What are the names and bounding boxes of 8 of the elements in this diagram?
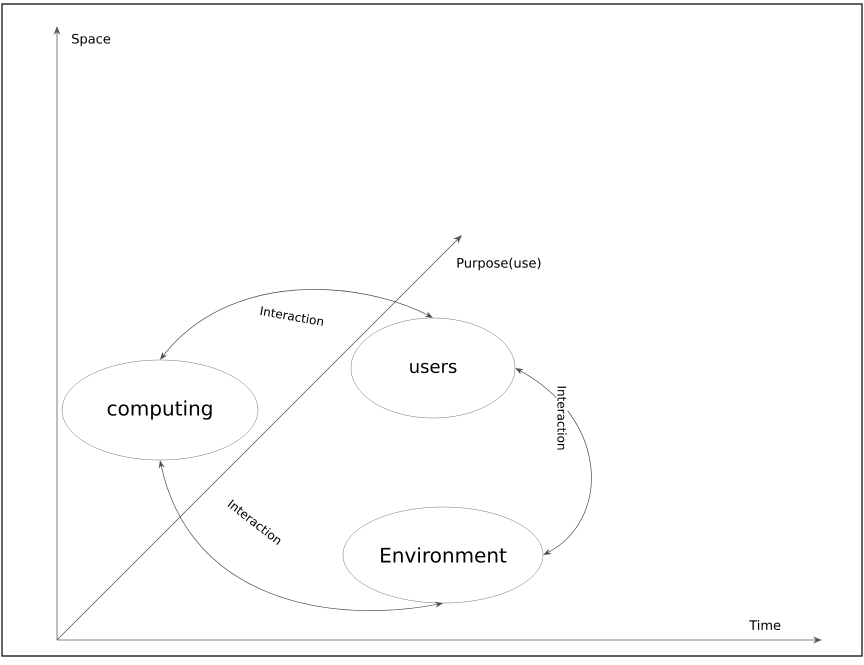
ellipse-node: users — [350, 318, 516, 418]
axis-label: Purpose(use) — [457, 258, 540, 270]
ellipse-node: computing — [62, 360, 258, 460]
ellipse-node: Environment — [342, 506, 544, 604]
edge-label: Interaction — [258, 304, 326, 328]
axis-label: Time — [749, 620, 780, 630]
edge-label: Interaction — [556, 384, 568, 452]
axis-label: Space — [72, 34, 110, 46]
